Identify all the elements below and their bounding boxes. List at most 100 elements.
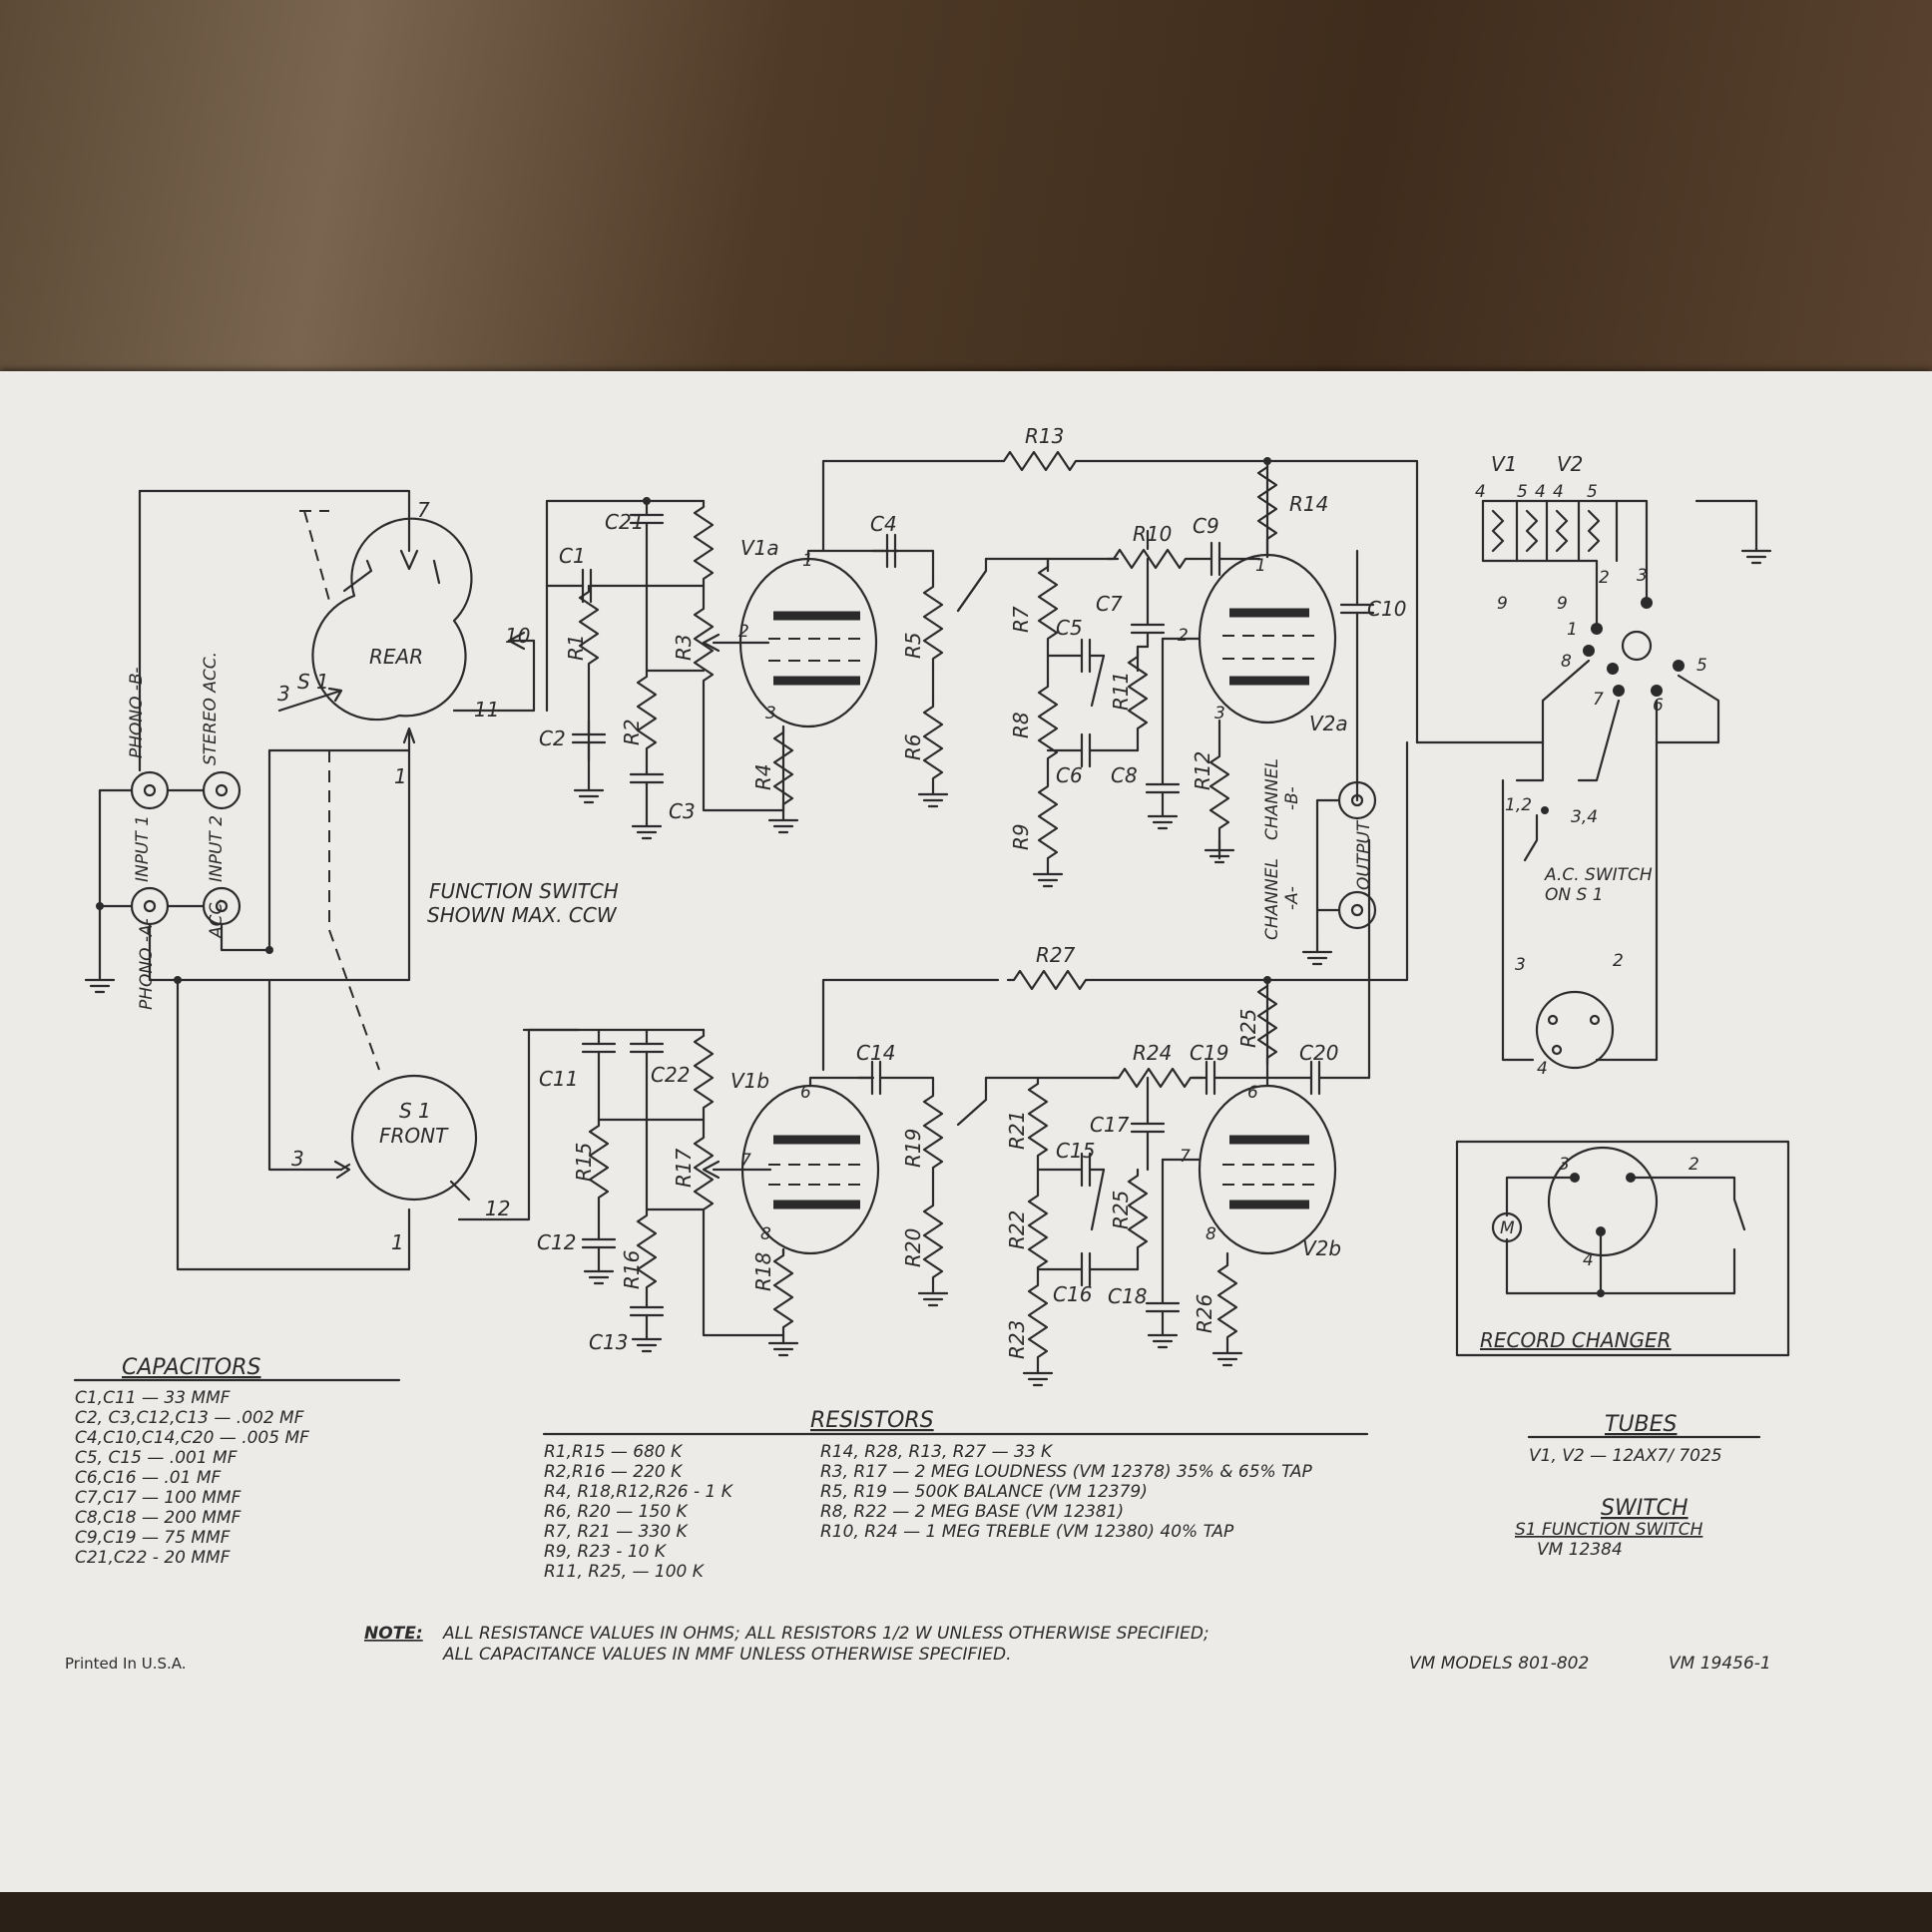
- capacitors-heading: CAPACITORS: [122, 1355, 261, 1380]
- res-c1-line-1: R1,R15 — 680 K: [544, 1442, 684, 1462]
- c22-label: C22: [651, 1063, 690, 1087]
- output-label: OUTPUT: [1354, 819, 1374, 890]
- c21-label: C21: [605, 510, 644, 534]
- v1b-label: V1b: [730, 1069, 769, 1093]
- c4-label: C4: [870, 512, 897, 536]
- r7-label: R7: [1009, 606, 1033, 633]
- note-block: NOTE: ALL RESISTANCE VALUES IN OHMS; ALL…: [364, 1624, 1209, 1665]
- res-c2-line-5: R10, R24 — 1 MEG TREBLE (VM 12380) 40% T…: [820, 1522, 1234, 1542]
- v2b-pin-8: 8: [1206, 1224, 1216, 1244]
- socket-pin-1: 1: [1567, 620, 1578, 640]
- v1a-label: V1a: [740, 536, 779, 560]
- rear-switch-label-2: REAR: [369, 645, 423, 669]
- note-line-1: ALL RESISTANCE VALUES IN OHMS; ALL RESIS…: [442, 1624, 1209, 1644]
- res-c1-line-5: R7, R21 — 330 K: [544, 1522, 690, 1542]
- switch-line-2: VM 12384: [1537, 1540, 1623, 1560]
- r13-label: R13: [1025, 424, 1064, 448]
- res-c2-line-1: R14, R28, R13, R27 — 33 K: [820, 1442, 1054, 1462]
- r2-label: R2: [620, 719, 644, 745]
- c7-label: C7: [1096, 592, 1123, 616]
- heater-pin-4b: 4: [1535, 482, 1546, 502]
- r27-label: R27: [1036, 943, 1076, 967]
- r5-label: R5: [901, 632, 925, 659]
- cap-line-7: C8,C18 — 200 MMF: [75, 1508, 242, 1528]
- v2b-pin-6: 6: [1247, 1083, 1258, 1103]
- resistor-legend: RESISTORS R1,R15 — 680 K R2,R16 — 220 K …: [542, 1408, 1369, 1582]
- acc-label: ACC.: [207, 897, 227, 939]
- pin-7-label: 7: [417, 498, 430, 522]
- cap-line-1: C1,C11 — 33 MMF: [75, 1388, 231, 1408]
- v1b-pin-7: 7: [740, 1151, 751, 1171]
- heater-pin-5a: 5: [1517, 482, 1528, 502]
- res-c2-line-4: R8, R22 — 2 MEG BASE (VM 12381): [820, 1502, 1124, 1522]
- cap-line-4: C5, C15 — .001 MF: [75, 1448, 238, 1468]
- tubes-legend: TUBES V1, V2 — 12AX7/ 7025: [1527, 1412, 1761, 1466]
- function-switch-note-1: FUNCTION SWITCH: [429, 879, 619, 903]
- r21-label: R21: [1005, 1111, 1029, 1150]
- changer-pin-2: 2: [1689, 1155, 1699, 1175]
- res-c1-line-6: R9, R23 - 10 K: [544, 1542, 668, 1562]
- c10-label: C10: [1367, 597, 1406, 621]
- c3-label: C3: [669, 799, 696, 823]
- input1-label: INPUT 1: [133, 815, 153, 882]
- r4-label: R4: [751, 763, 775, 790]
- r3-label: R3: [672, 634, 696, 661]
- schematic-paper: S 1 REAR 7 10 11 3 1 FUNCTION SWITCH SHO…: [0, 371, 1932, 1894]
- r26-label: R26: [1193, 1294, 1216, 1333]
- r11-label: R11: [1109, 672, 1133, 711]
- rear-switch-label-1: S 1: [297, 670, 329, 694]
- channel-b-label: CHANNEL: [1262, 758, 1282, 840]
- c20-label: C20: [1299, 1041, 1338, 1065]
- heater-pin-9a: 9: [1497, 594, 1508, 614]
- channel-a-sub: -A-: [1282, 886, 1302, 910]
- socket-pin-5: 5: [1696, 656, 1707, 676]
- switch-legend: SWITCH S1 FUNCTION SWITCH VM 12384: [1515, 1496, 1703, 1560]
- r12-label: R12: [1191, 751, 1214, 790]
- capacitor-legend: CAPACITORS C1,C11 — 33 MMF C2, C3,C12,C1…: [73, 1355, 401, 1568]
- r1-label: R1: [564, 634, 588, 661]
- note-line-2: ALL CAPACITANCE VALUES IN MMF UNLESS OTH…: [442, 1645, 1012, 1665]
- res-c1-line-2: R2,R16 — 220 K: [544, 1462, 684, 1482]
- power-socket-section: [1415, 499, 1772, 1070]
- pin-1-label: 1: [394, 764, 407, 788]
- r24-label: R24: [1133, 1041, 1172, 1065]
- cap-line-3: C4,C10,C14,C20 — .005 MF: [75, 1428, 309, 1448]
- c13-label: C13: [589, 1330, 628, 1354]
- c14-label: C14: [856, 1041, 895, 1065]
- printed-in-usa: Printed In U.S.A.: [65, 1655, 187, 1673]
- cap-line-8: C9,C19 — 75 MMF: [75, 1528, 231, 1548]
- stereo-acc-label: STEREO ACC.: [201, 652, 221, 765]
- r20-label: R20: [901, 1228, 925, 1267]
- pin-10-label: 10: [505, 624, 530, 648]
- channel-b-sub: -B-: [1282, 786, 1302, 810]
- heater-pin-5b: 5: [1587, 482, 1598, 502]
- v2-socket-label: V2: [1557, 452, 1583, 476]
- r8-label: R8: [1009, 712, 1033, 738]
- socket-pin-2: 2: [1599, 568, 1610, 588]
- input2-label: INPUT 2: [207, 815, 227, 882]
- v2a-pin-3: 3: [1214, 704, 1225, 724]
- pin-11-label: 11: [474, 698, 499, 722]
- r6-label: R6: [901, 733, 925, 760]
- v2b-label: V2b: [1302, 1236, 1341, 1260]
- switch-rear-section: [138, 489, 536, 752]
- c11-label: C11: [539, 1067, 578, 1091]
- socket-pin-7: 7: [1593, 690, 1604, 710]
- heater-pin-4c: 4: [1553, 482, 1564, 502]
- front-switch-label-1: S 1: [399, 1099, 431, 1123]
- res-c2-line-3: R5, R19 — 500K BALANCE (VM 12379): [820, 1482, 1148, 1502]
- front-pin-1-label: 1: [391, 1230, 404, 1254]
- ac-switch-sub: ON S 1: [1545, 885, 1604, 905]
- front-switch-label-2: FRONT: [379, 1124, 449, 1148]
- channel-b-circuit: [522, 740, 1409, 1387]
- socket-pin-8: 8: [1561, 652, 1572, 672]
- ac-switch-pins-12: 1,2: [1505, 795, 1532, 815]
- v2a-pin-1: 1: [1255, 556, 1266, 576]
- r16-label: R16: [620, 1250, 644, 1289]
- c8-label: C8: [1111, 763, 1138, 787]
- heater-pin-9b: 9: [1557, 594, 1568, 614]
- record-changer-box: [1455, 1140, 1790, 1357]
- front-pin-3-label: 3: [291, 1147, 304, 1171]
- c1-label: C1: [559, 544, 586, 568]
- c9-label: C9: [1193, 514, 1219, 538]
